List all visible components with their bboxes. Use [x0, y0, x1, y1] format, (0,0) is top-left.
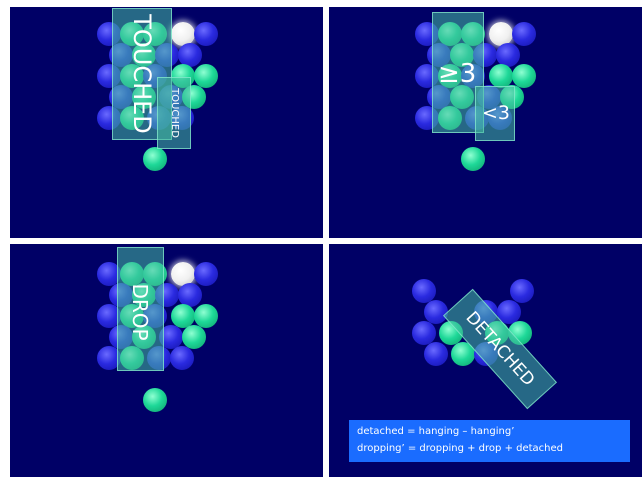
panel-count: ≥3 <3 [329, 7, 642, 238]
formula-line-2: dropping’ = dropping + drop + detached [357, 440, 622, 457]
touched-big-label: TOUCHED [127, 7, 157, 144]
bubble-blue [194, 22, 218, 46]
bubble-blue [170, 346, 194, 370]
bubble-green [194, 304, 218, 328]
bubble-shot [143, 388, 167, 412]
bubble-green [194, 64, 218, 88]
formula-box: detached = hanging – hanging’ dropping’ … [349, 420, 630, 462]
bubble-blue [510, 279, 534, 303]
bubble-shot [143, 147, 167, 171]
panel-touched: TOUCHED TOUCHED [10, 7, 323, 238]
bubble-blue [194, 262, 218, 286]
formula-line-1: detached = hanging – hanging’ [357, 423, 622, 440]
bubble-blue [424, 342, 448, 366]
touched-small-label: TOUCHED [167, 78, 181, 148]
ge3-label: ≥3 [438, 59, 476, 89]
bubble-green [512, 64, 536, 88]
bubble-shot [461, 147, 485, 171]
panel-drop: DROP [10, 244, 323, 477]
bubble-blue [512, 22, 536, 46]
bubble-blue [424, 300, 448, 324]
drop-label: DROP [127, 272, 153, 352]
lt3-label: <3 [482, 102, 510, 124]
bubble-green [182, 325, 206, 349]
